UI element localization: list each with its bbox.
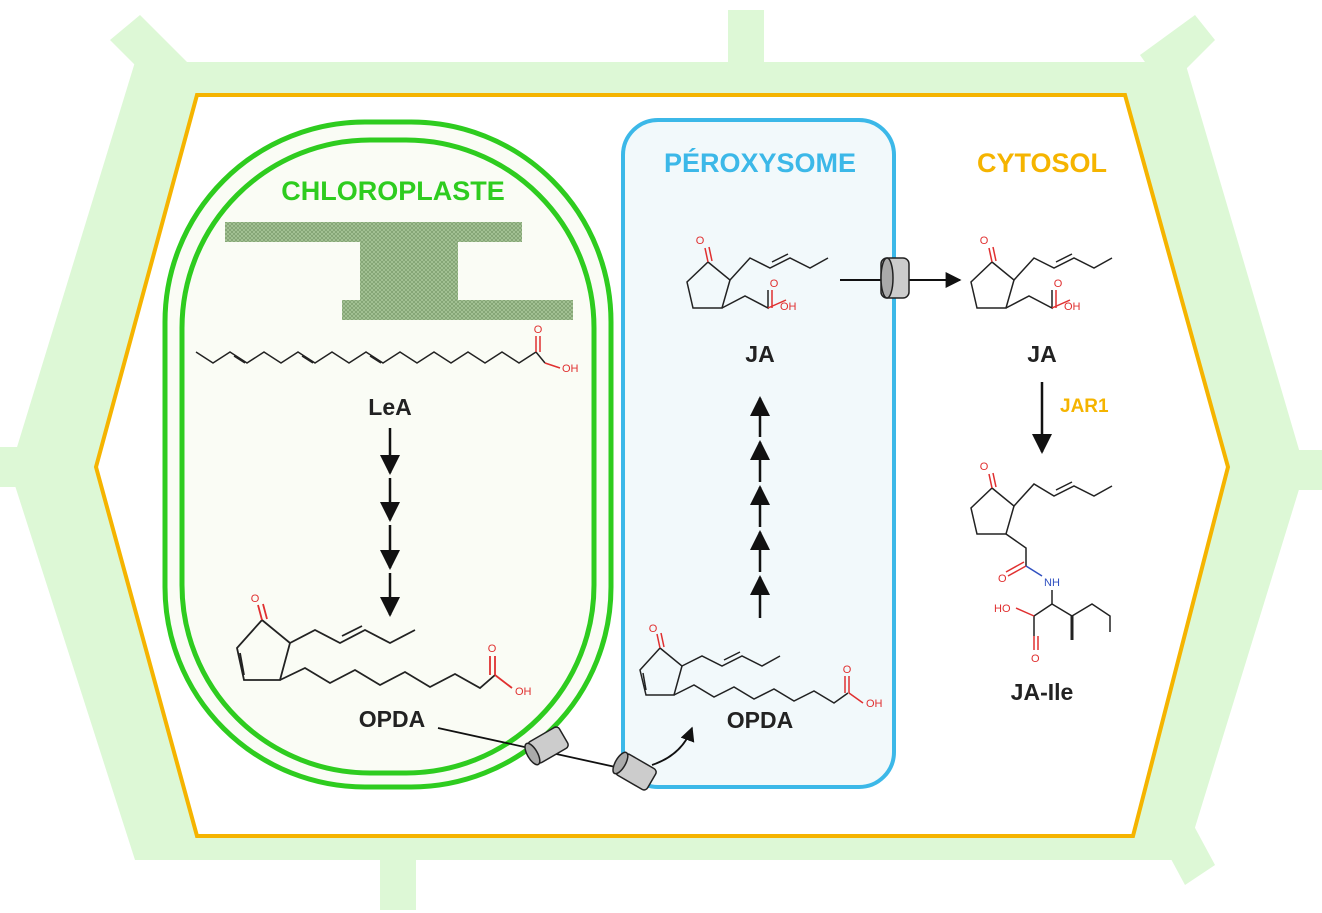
peroxisome-label: PÉROXYSOME xyxy=(664,147,856,178)
opda-chloro-hydroxyl: OH xyxy=(515,686,532,698)
opda-perox-label: OPDA xyxy=(727,707,793,733)
ja-perox-ketone-oxygen: O xyxy=(696,235,705,247)
ja-ile-acid-oxygen: O xyxy=(1031,653,1040,665)
ja-ile-hydroxyl: HO xyxy=(994,603,1011,615)
opda-chloro-label: OPDA xyxy=(359,706,425,732)
chloroplast-label: CHLOROPLASTE xyxy=(281,176,505,206)
peroxisome xyxy=(621,118,896,789)
ja-cyto-label: JA xyxy=(1027,341,1056,367)
ja-ile-structure xyxy=(970,472,1113,650)
chloroplast-transporter xyxy=(524,726,569,766)
chloroplast-inner-membrane xyxy=(179,137,597,776)
ja-cyto-structure xyxy=(970,246,1113,310)
opda-perox-structure xyxy=(639,632,864,704)
peroxisome-transporter xyxy=(612,751,657,791)
lea-structure xyxy=(195,336,561,369)
ja-ile-amine: NH xyxy=(1044,577,1060,589)
opda-chloro-structure xyxy=(236,603,513,690)
thylakoid-grana xyxy=(225,222,573,320)
ja-export-transporter xyxy=(880,257,910,299)
ja-perox-hydroxyl: OH xyxy=(780,301,797,313)
opda-perox-hydroxyl: OH xyxy=(866,698,883,710)
opda-perox-acid-oxygen: O xyxy=(843,664,852,676)
ja-cyto-acid-oxygen: O xyxy=(1054,278,1063,290)
ja-ile-amide-oxygen: O xyxy=(998,573,1007,585)
lea-label: LeA xyxy=(368,394,411,420)
opda-perox-ketone-oxygen: O xyxy=(649,623,658,635)
chloroplast xyxy=(162,119,614,790)
cytosol-label: CYTOSOL xyxy=(977,148,1107,178)
ja-cyto-ketone-oxygen: O xyxy=(980,235,989,247)
jar1-label: JAR1 xyxy=(1060,396,1109,417)
lea-hydroxyl: OH xyxy=(562,363,579,375)
ja-cyto-hydroxyl: OH xyxy=(1064,301,1081,313)
ja-perox-structure xyxy=(686,246,829,310)
ja-ile-ketone-oxygen: O xyxy=(980,461,989,473)
ja-perox-label: JA xyxy=(745,341,774,367)
opda-chloro-acid-oxygen: O xyxy=(488,643,497,655)
ja-perox-acid-oxygen: O xyxy=(770,278,779,290)
ja-ile-label: JA-Ile xyxy=(1011,679,1074,705)
lea-oxygen: O xyxy=(534,324,543,336)
plasma-membrane xyxy=(93,93,1231,838)
chloroplast-outer-membrane xyxy=(162,119,614,790)
opda-chloro-ketone-oxygen: O xyxy=(251,593,260,605)
